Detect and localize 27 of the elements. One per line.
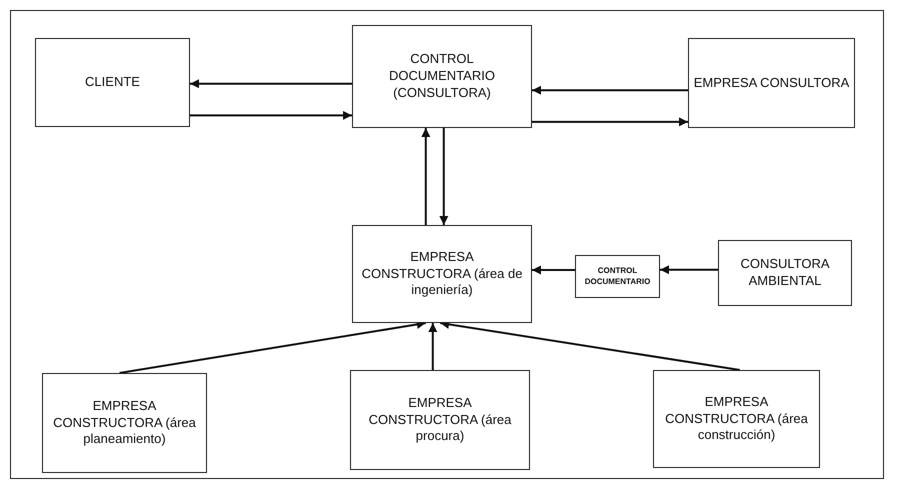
arrow: [190, 110, 352, 120]
arrow: [190, 79, 352, 88]
box-label: EMPRESA CONSTRUCTORA (área de ingeniería): [360, 248, 524, 300]
process-box: [42, 373, 207, 473]
arrow: [421, 128, 430, 225]
process-box: [718, 240, 852, 306]
arrow: [532, 266, 575, 275]
box-label: CONTROL DOCUMENTARIO: [584, 266, 652, 287]
process-box: [653, 370, 820, 468]
process-box: [352, 225, 532, 323]
arrow: [532, 117, 688, 126]
arrow: [660, 265, 718, 274]
arrow: [532, 86, 688, 95]
box-label: EMPRESA CONSTRUCTORA (área procura): [368, 394, 512, 446]
box-label: EMPRESA CONSTRUCTORA (área planeamiento): [52, 398, 197, 448]
box-label: CONSULTORA AMBIENTAL: [739, 256, 831, 290]
box-label: CONTROL DOCUMENTARIO (CONSULTORA): [388, 51, 496, 102]
box-label: CLIENTE: [85, 74, 140, 91]
arrow: [428, 323, 438, 370]
process-box: [350, 370, 530, 470]
process-box: [688, 38, 855, 128]
box-label: EMPRESA CONSTRUCTORA (área construcción): [664, 394, 809, 444]
process-box: [35, 38, 190, 127]
box-label: EMPRESA CONSULTORA: [694, 74, 850, 92]
process-box: [575, 255, 660, 298]
process-box: [352, 25, 532, 128]
arrow: [439, 128, 448, 225]
